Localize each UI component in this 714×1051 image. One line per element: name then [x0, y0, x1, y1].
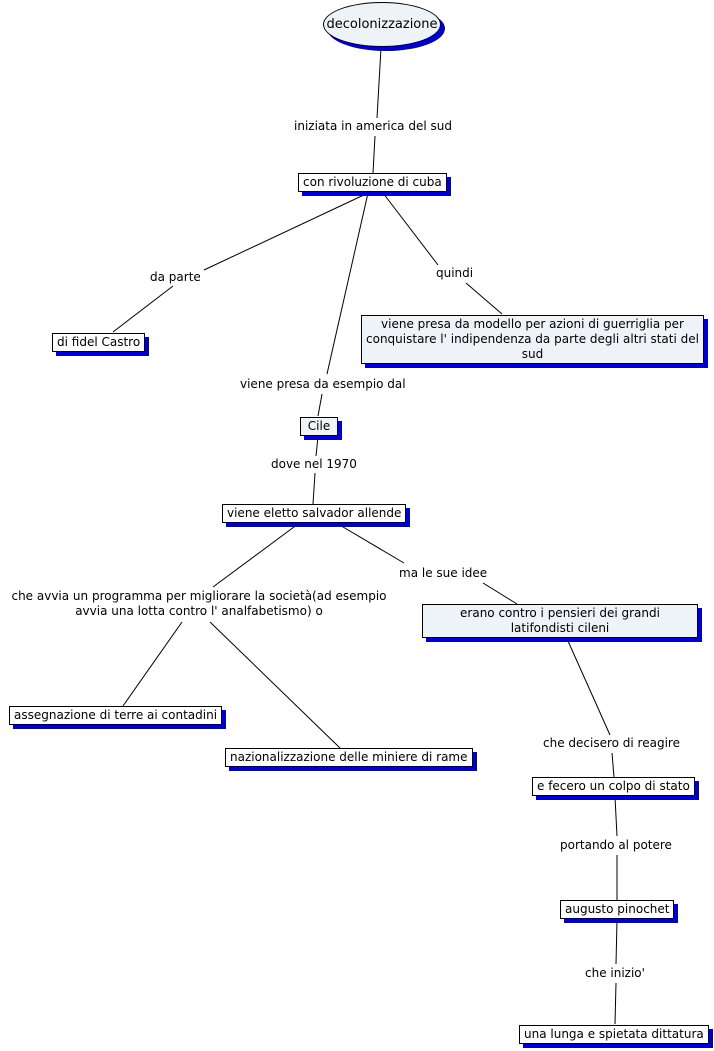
node-terre-contadini[interactable]: assegnazione di terre ai contadini	[9, 706, 223, 725]
link-label-da-parte: da parte	[148, 270, 203, 285]
node-miniere-rame[interactable]: nazionalizzazione delle miniere di rame	[225, 748, 473, 767]
connector	[315, 436, 319, 457]
node-latifondisti[interactable]: erano contro i pensieri dei grandi latif…	[422, 604, 698, 638]
root-node-decolonizzazione[interactable]: decolonizzazione	[323, 2, 441, 47]
link-label-dove-1970: dove nel 1970	[269, 457, 359, 472]
connector	[615, 919, 618, 965]
node-dittatura[interactable]: una lunga e spietata dittatura	[519, 1025, 709, 1044]
connector	[372, 135, 376, 174]
node-pinochet[interactable]: augusto pinochet	[560, 900, 675, 919]
link-label-quindi: quindi	[434, 266, 476, 281]
node-colpo-stato[interactable]: e fecero un colpo di stato	[532, 777, 695, 796]
connector	[567, 640, 611, 736]
connector	[614, 796, 618, 837]
link-label-portando: portando al potere	[558, 838, 674, 853]
connector	[317, 393, 323, 417]
connector	[465, 282, 503, 315]
connector	[112, 285, 174, 333]
node-fidel-castro[interactable]: di fidel Castro	[52, 333, 146, 352]
link-label-iniziata: iniziata in america del sud	[292, 119, 454, 134]
root-node-label: decolonizzazione	[326, 17, 438, 32]
link-label-esempio-dal: viene presa da esempio dal	[238, 377, 408, 392]
connector	[382, 192, 439, 266]
node-allende[interactable]: viene eletto salvador allende	[222, 504, 407, 523]
connector	[614, 982, 617, 1025]
link-label-inizio: che inizio'	[583, 966, 647, 981]
connector	[376, 47, 382, 119]
connector	[209, 621, 341, 749]
connector	[203, 192, 369, 271]
connector	[337, 523, 405, 564]
node-cile[interactable]: Cile	[300, 417, 338, 436]
connector	[326, 192, 369, 375]
node-rivoluzione-cuba[interactable]: con rivoluzione di cuba	[298, 173, 447, 192]
connector	[312, 472, 316, 505]
connector	[212, 523, 299, 588]
node-modello-guerriglia[interactable]: viene presa da modello per azioni di gue…	[361, 315, 704, 364]
connector	[611, 752, 615, 778]
connector	[482, 582, 518, 605]
connector	[122, 621, 183, 707]
link-label-sue-idee: ma le sue idee	[397, 566, 490, 581]
link-label-programma: che avvia un programma per migliorare la…	[0, 589, 398, 619]
link-label-decisero: che decisero di reagire	[541, 736, 682, 751]
